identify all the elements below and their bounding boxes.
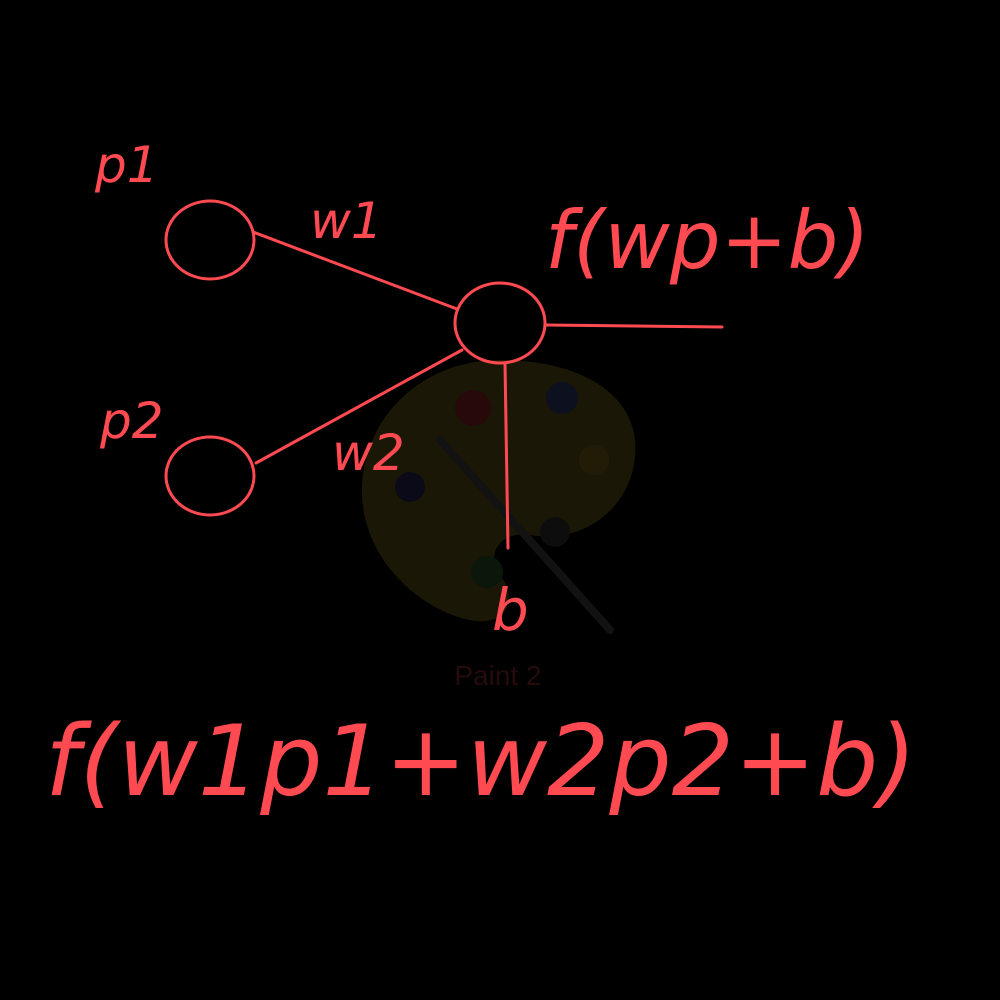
- edge-p2-to-neuron: [254, 348, 464, 465]
- bias-line: [503, 361, 510, 550]
- input-node-2: [164, 435, 256, 517]
- neuron-node: [453, 281, 547, 365]
- input-node-1: [164, 199, 256, 281]
- input-label-1: p1: [94, 136, 159, 194]
- bias-label: b: [492, 576, 529, 644]
- weight-label-2: w2: [332, 424, 405, 482]
- paint-palette-icon: Paint 2: [361, 360, 636, 691]
- edge-p1-to-neuron: [251, 230, 459, 311]
- watermark-label: Paint 2: [454, 660, 541, 691]
- output-line: [544, 323, 724, 329]
- equation-label: f(w1p1+w2p2+b): [45, 705, 917, 819]
- input-label-2: p2: [99, 392, 164, 450]
- weight-label-1: w1: [310, 192, 383, 250]
- neuron-output-label: f(wp+b): [545, 194, 870, 287]
